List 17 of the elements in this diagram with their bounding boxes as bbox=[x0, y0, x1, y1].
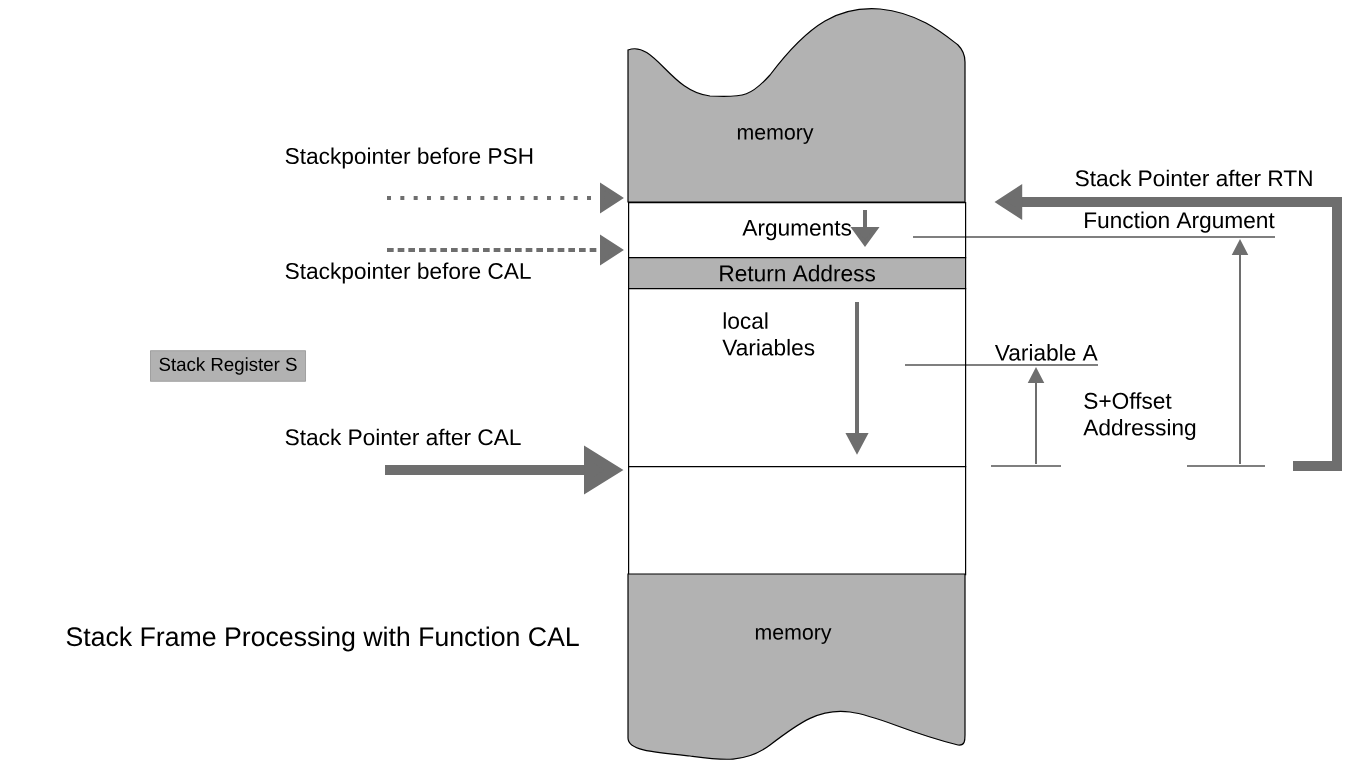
leader-text: Variable A bbox=[994, 344, 1098, 361]
register-box: Stack Register S bbox=[150, 350, 306, 382]
leader-line bbox=[912, 236, 1276, 238]
edge-label: Stack Pointer after RTN bbox=[1075, 169, 1312, 187]
edge-label: Stackpointer before PSH bbox=[285, 147, 533, 169]
stack-band: Arguments bbox=[628, 202, 967, 259]
memory-block: memory bbox=[627, 573, 966, 760]
leader-text: Function Argument bbox=[1085, 211, 1275, 233]
stack-band bbox=[628, 466, 967, 576]
stack-band: Return Address bbox=[628, 257, 967, 290]
edge-label: Stackpointer before CAL bbox=[285, 262, 531, 284]
stack-band: local Variables bbox=[628, 288, 967, 468]
note-text: S+Offset Addressing bbox=[1083, 392, 1196, 441]
leader-line bbox=[904, 364, 1099, 366]
memory-block: memory bbox=[627, 8, 966, 203]
edge-label: Stack Pointer after CAL bbox=[285, 428, 521, 446]
caption: Stack Frame Processing with Function CAL bbox=[66, 626, 579, 652]
